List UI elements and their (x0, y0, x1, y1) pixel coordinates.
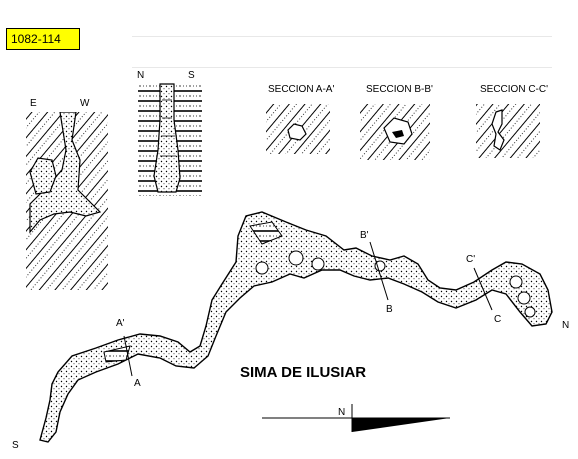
cave-plan (39, 211, 553, 443)
section-line-b (369, 241, 389, 301)
mark-b-prime: B' (360, 230, 369, 241)
mark-c-prime: C' (466, 254, 476, 265)
plan-label-south: S (12, 440, 19, 451)
ew-label-west: W (80, 98, 90, 109)
section-title-a: SECCION A-A' (268, 84, 335, 95)
section-b-drawing (360, 104, 430, 160)
mark-b: B (386, 304, 393, 315)
blank-header-strip (132, 36, 552, 68)
map-title: SIMA DE ILUSIAR (240, 364, 367, 381)
section-line-c (473, 267, 493, 311)
mark-c: C (494, 314, 502, 325)
scale-north-label: N (338, 407, 346, 418)
mark-a-prime: A' (116, 318, 125, 329)
section-a-drawing (266, 104, 330, 154)
ns-label-north: N (137, 70, 145, 81)
north-scale-bar (262, 404, 450, 432)
mark-a: A (134, 378, 141, 389)
ew-profile-section (26, 100, 108, 290)
section-title-b: SECCION B-B' (366, 84, 433, 95)
section-line-a (123, 335, 133, 377)
ew-label-east: E (30, 98, 37, 109)
section-c-drawing (476, 104, 540, 158)
ns-profile-section (138, 83, 202, 196)
section-title-c: SECCION C-C' (480, 84, 549, 95)
survey-code-badge: 1082-114 (6, 28, 80, 50)
plan-label-north: N (562, 320, 570, 331)
ns-label-south: S (188, 70, 195, 81)
